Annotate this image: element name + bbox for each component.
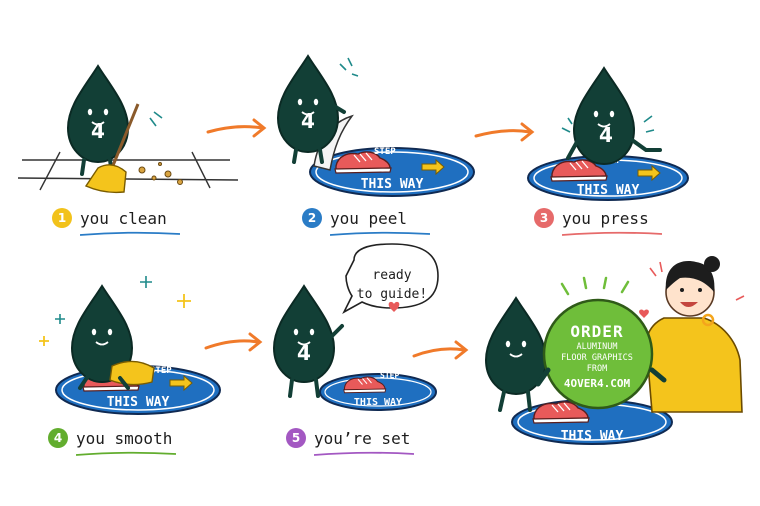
step-label-text: you press — [562, 208, 649, 228]
step-label-text: you’re set — [314, 428, 411, 448]
decal-line2: THIS WAY — [577, 183, 640, 198]
mascot-peeling — [277, 55, 339, 153]
decal-line2: THIS WAY — [354, 397, 402, 408]
step-number-badge: 5 — [286, 428, 306, 448]
promo-line3: FLOOR GRAPHICS — [561, 353, 633, 363]
squeegee-icon — [109, 360, 155, 386]
heart-icon — [388, 301, 400, 312]
step-caption-5: 5 you’re set — [286, 428, 414, 456]
step-number-badge: 3 — [534, 208, 554, 228]
step-label-text: you peel — [330, 208, 408, 228]
decal-line2: THIS WAY — [361, 177, 424, 192]
step-number-badge: 2 — [302, 208, 322, 228]
floor-tiles — [17, 151, 239, 191]
step-label-text: you clean — [80, 208, 167, 228]
step-caption-1: 1 you clean — [52, 208, 180, 236]
decal-line2: THIS WAY — [107, 395, 170, 410]
step-label-text: you smooth — [76, 428, 173, 448]
step-label: you press — [562, 208, 662, 236]
decal-line1: STEP — [150, 366, 172, 376]
mascot-number: 4 — [301, 109, 315, 133]
speech-bubble — [342, 243, 439, 314]
label-underline — [76, 451, 176, 456]
promo-line2: ALUMINUM — [576, 342, 618, 352]
promo-sign-text: ORDER ALUMINUM FLOOR GRAPHICS FROM 4OVER… — [556, 322, 638, 390]
person-hair — [665, 261, 715, 292]
label-underline — [562, 231, 662, 236]
decal-line2: THIS WAY — [561, 429, 624, 444]
sign-rays — [560, 276, 630, 296]
panel-set: STEP THIS WAY 4 — [273, 243, 439, 411]
bubble-line2: to guide! — [356, 287, 428, 302]
flow-arrow-3 — [204, 339, 260, 350]
step-caption-3: 3 you press — [534, 208, 662, 236]
panel-peel: STEP THIS WAY 4 — [277, 55, 475, 197]
promo-line4: FROM — [586, 364, 608, 374]
panel-clean: 4 — [17, 65, 239, 194]
person-hoodie — [644, 317, 743, 413]
promo-line5: 4OVER4.COM — [563, 377, 631, 390]
panel-promo: THIS WAY — [485, 256, 745, 445]
decal-line1: STEP — [374, 147, 396, 157]
promo-sign — [542, 298, 654, 410]
step-number-badge: 1 — [52, 208, 72, 228]
label-underline — [314, 451, 414, 456]
step-caption-2: 2 you peel — [302, 208, 430, 236]
panel-press: STEP THIS WAY 4 — [527, 67, 689, 201]
step-label: you clean — [80, 208, 180, 236]
flow-arrow-2 — [474, 129, 532, 138]
mascot-number: 4 — [297, 341, 311, 365]
dust-particles — [138, 162, 183, 185]
mascot-presenting — [485, 297, 547, 395]
mascot-number: 4 — [599, 123, 613, 147]
step-label: you’re set — [314, 428, 414, 456]
panel-smooth: STEP THIS WAY — [39, 276, 221, 415]
mascot-pressing — [573, 67, 635, 165]
step-caption-4: 4 you smooth — [48, 428, 176, 456]
mascot-thumbs-up — [273, 285, 335, 383]
mascot-number: 4 — [91, 119, 105, 143]
decal-line1: STEP — [380, 371, 399, 380]
bubble-line1: ready — [372, 268, 412, 283]
step-number-badge: 4 — [48, 428, 68, 448]
promo-line1: ORDER — [570, 322, 624, 341]
label-underline — [80, 231, 180, 236]
sparkle-icons — [55, 276, 152, 324]
flow-arrow-1 — [206, 125, 264, 134]
step-label: you smooth — [76, 428, 176, 456]
broom-icon — [84, 164, 127, 194]
label-underline — [330, 231, 430, 236]
speech-bubble-text: ready to guide! — [351, 266, 433, 304]
step-label: you peel — [330, 208, 430, 236]
heart-icon — [639, 309, 649, 318]
flow-arrow-4 — [412, 347, 466, 358]
